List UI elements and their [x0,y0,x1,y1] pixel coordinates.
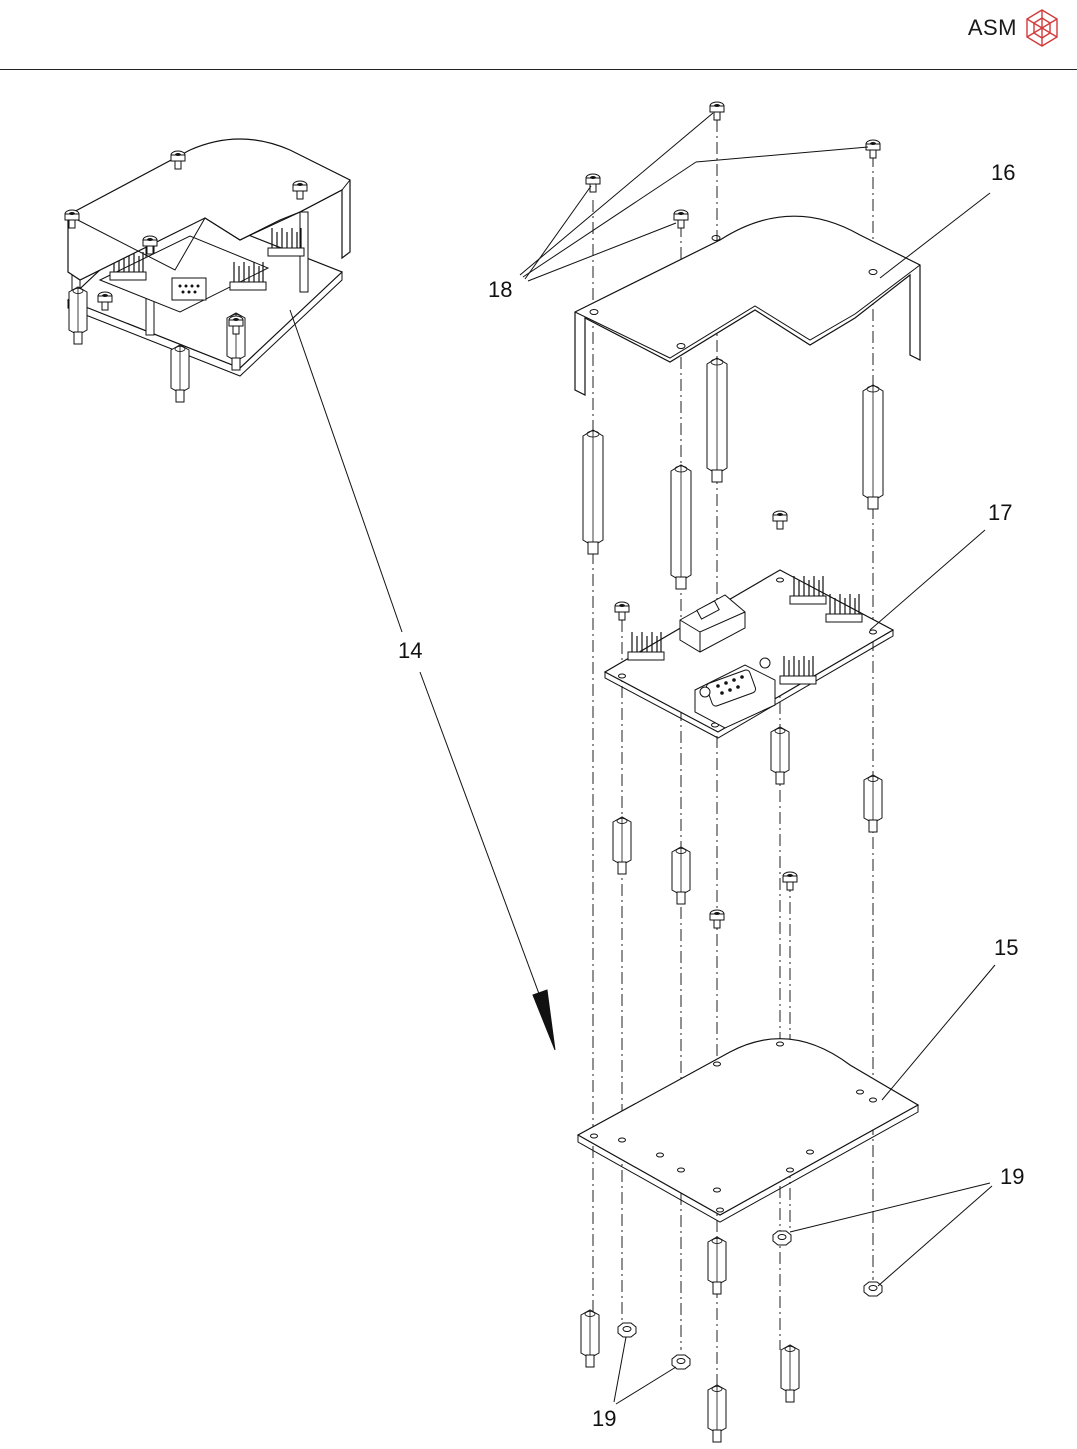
cover-part-16 [575,216,920,395]
callout-18: 18 [488,277,512,302]
callout-19b: 19 [592,1406,616,1431]
callout-17: 17 [988,500,1012,525]
screws-part-18 [586,102,880,228]
base-plate-part-15 [578,1039,918,1222]
standoffs-long [583,358,883,589]
callout-14: 14 [398,638,422,663]
assembled-view [65,139,350,402]
bottom-hardware [581,1231,882,1442]
standoffs-short [613,727,882,928]
callout-16: 16 [991,160,1015,185]
callout-15: 15 [994,935,1018,960]
circuit-board-part-17 [605,511,893,738]
callout-19a: 19 [1000,1164,1024,1189]
